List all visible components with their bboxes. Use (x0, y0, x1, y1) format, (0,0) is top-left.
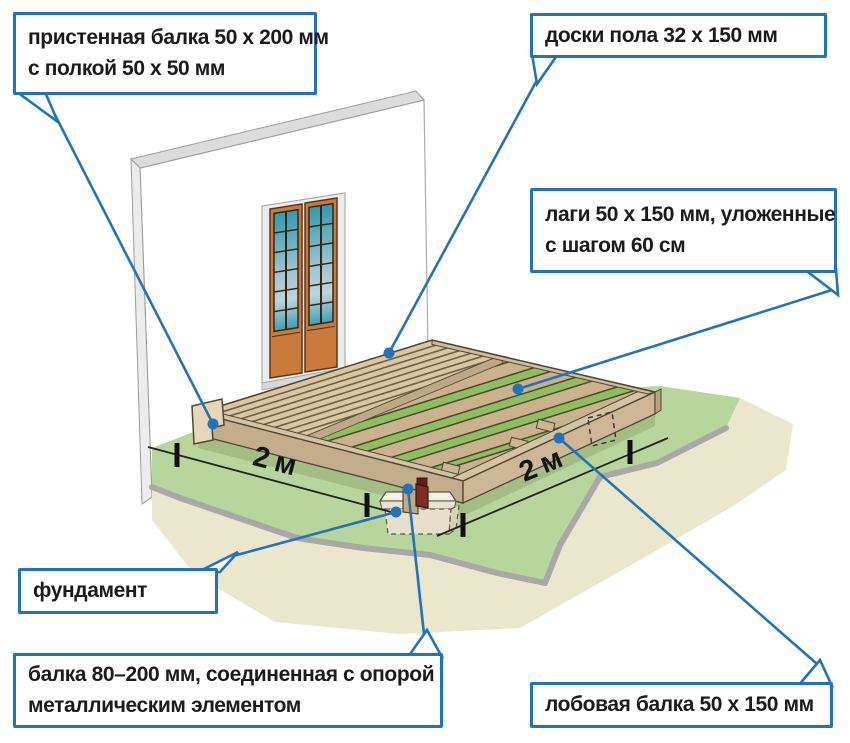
callout-box-support-beam: балка 80–200 мм, соединенная с опорой ме… (13, 653, 443, 728)
callout-box-foundation: фундамент (18, 568, 218, 614)
callout-dot-foundation (390, 506, 402, 518)
callout-leader-support-beam (406, 488, 426, 635)
foundation-body-side (448, 503, 460, 536)
callout-text: лобовая балка 50 х 150 мм (545, 693, 814, 716)
callout-leaders (13, 52, 840, 688)
board-gap-line (251, 340, 499, 436)
callout-text: пристенная балка 50 х 200 мм (28, 26, 329, 49)
callout-text: металлическим элементом (28, 694, 301, 717)
door-glazing-bars (309, 222, 333, 307)
callout-text: фундамент (33, 579, 148, 602)
callout-text: балка 80–200 мм, соединенная с опорой (28, 663, 435, 686)
callout-dot-joists (512, 383, 524, 395)
callout-leader-front-beam (558, 437, 818, 665)
deck-frame (191, 388, 662, 505)
callout-leader-wall-beam (53, 114, 215, 425)
foundation-block (378, 477, 460, 536)
callout-box-joists: лаги 50 х 150 мм, уложенные с шагом 60 с… (530, 188, 837, 273)
callout-leader-floor-boards (387, 79, 539, 354)
soil-face (152, 398, 793, 634)
callout-box-front-beam: лобовая балка 50 х 150 мм (530, 682, 833, 728)
callout-text: с полкой 50 х 50 мм (28, 57, 226, 80)
door-panel-divider (307, 325, 335, 332)
callout-leader-foundation (232, 510, 397, 558)
callout-box-floor-boards: доски пола 32 х 150 мм (530, 13, 827, 58)
board-gap-line (239, 340, 499, 433)
callout-dot-front-beam (553, 432, 565, 444)
callout-tail-wall-beam (13, 90, 62, 126)
door (261, 192, 346, 391)
callout-leader-joists (517, 288, 833, 391)
callout-box-wall-beam: пристенная балка 50 х 200 мм с полкой 50… (13, 12, 329, 95)
door-glazing-bars (274, 228, 298, 313)
dimension-ticks (174, 440, 633, 537)
rock-rim (149, 425, 729, 586)
door-leaf-left (269, 203, 303, 379)
callout-dot-support-beam (402, 483, 414, 495)
door-panel-divider (272, 331, 300, 338)
floor-boards (198, 340, 499, 439)
board-gap-line (198, 340, 499, 422)
dimension-line-left (147, 446, 396, 514)
callout-dot-wall-beam (207, 418, 219, 430)
callout-dots (207, 347, 565, 518)
door-leaf-right (304, 197, 338, 373)
callout-text: доски пола 32 х 150 мм (545, 24, 778, 47)
callout-text: лаги 50 х 150 мм, уложенные (545, 203, 836, 226)
blocking (535, 418, 556, 433)
callout-text: с шагом 60 см (545, 234, 686, 257)
metal-connector (415, 483, 429, 509)
front-beam-end (654, 388, 662, 415)
callout-dot-floor-boards (383, 347, 395, 359)
